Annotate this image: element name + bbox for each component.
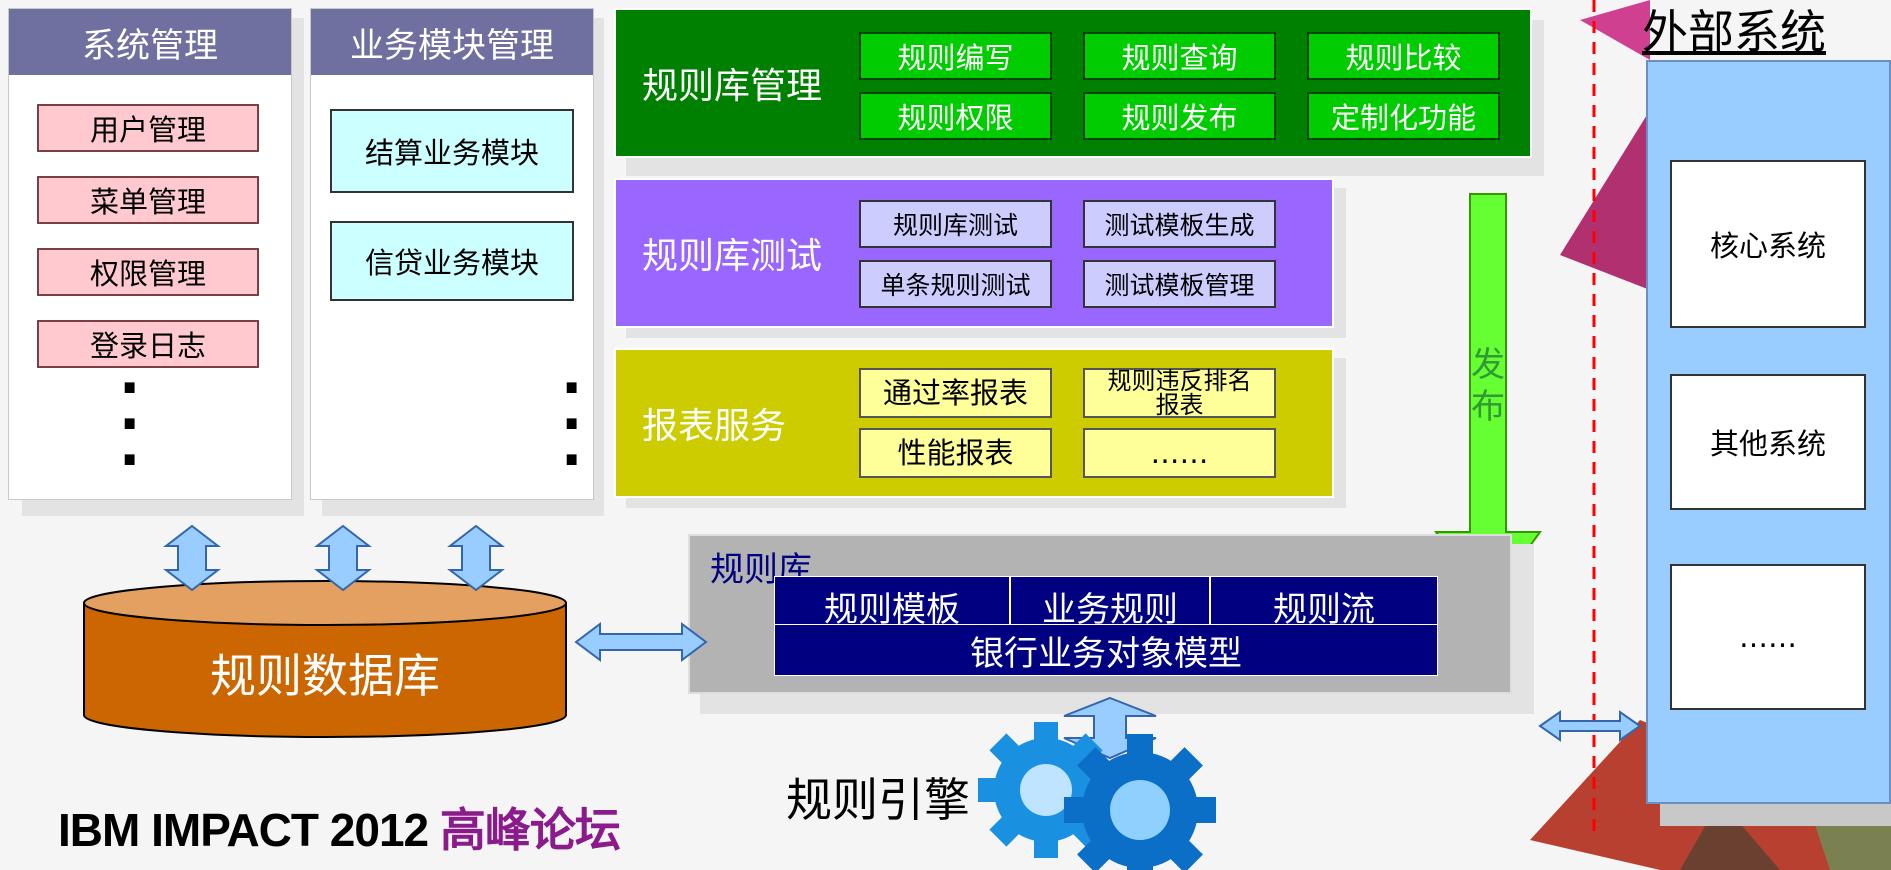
more-reports-button[interactable]: ……: [1083, 428, 1276, 478]
test-template-generate-button[interactable]: 测试模板生成: [1083, 200, 1276, 248]
rule-database-label: 规则数据库: [210, 649, 440, 703]
rule-permission-button[interactable]: 规则权限: [859, 92, 1052, 140]
rule-compare-button[interactable]: 规则比较: [1307, 32, 1500, 80]
pass-rate-report-button[interactable]: 通过率报表: [859, 368, 1052, 418]
publish-label: 发布: [1471, 345, 1505, 427]
decor-triangle-magenta: [1560, 110, 1650, 290]
report-service-section: 报表服务 通过率报表 规则违反排名报表 性能报表 ……: [614, 348, 1334, 498]
system-more-dots: ···: [119, 356, 141, 493]
business-more-dots: ···: [561, 356, 583, 493]
business-db-arrow-2: [447, 524, 505, 592]
decor-triangle-brown: [1680, 800, 1780, 870]
system-mgmt-panel: 系统管理 用户管理 菜单管理 权限管理 登录日志 ···: [8, 8, 292, 500]
business-db-arrow-1: [314, 524, 372, 592]
single-rule-test-button[interactable]: 单条规则测试: [859, 260, 1052, 308]
footer-brand: IBM IMPACT 2012 高峰论坛: [58, 794, 621, 860]
footer-brand-name: IBM IMPACT 2012: [58, 804, 429, 856]
system-item-menu[interactable]: 菜单管理: [37, 176, 259, 224]
custom-function-button[interactable]: 定制化功能: [1307, 92, 1500, 140]
rule-lib-mgmt-section: 规则库管理 规则编写 规则查询 规则比较 规则权限 规则发布 定制化功能: [614, 8, 1532, 158]
rule-query-button[interactable]: 规则查询: [1083, 32, 1276, 80]
rule-lib-mgmt-title: 规则库管理: [642, 66, 823, 107]
rule-violation-ranking-report-button[interactable]: 规则违反排名报表: [1083, 368, 1276, 418]
rule-lib-test-title: 规则库测试: [642, 236, 823, 277]
system-item-user[interactable]: 用户管理: [37, 104, 259, 152]
system-db-arrow: [163, 524, 221, 592]
business-module-panel: 业务模块管理 结算业务模块 信贷业务模块 ···: [310, 8, 594, 500]
external-system-panel: 核心系统 其他系统 ……: [1646, 60, 1891, 804]
system-mgmt-title: 系统管理: [9, 9, 291, 75]
rule-lib-section: 规则库 规则模板 业务规则 规则流 银行业务对象模型: [688, 534, 1512, 694]
external-arrow: [1538, 710, 1642, 742]
business-item-settlement[interactable]: 结算业务模块: [330, 109, 574, 193]
rule-publish-button[interactable]: 规则发布: [1083, 92, 1276, 140]
rule-lib-test-button[interactable]: 规则库测试: [859, 200, 1052, 248]
bank-object-model-bar[interactable]: 银行业务对象模型: [774, 624, 1438, 676]
db-rulelib-arrow: [574, 622, 708, 662]
system-item-permission[interactable]: 权限管理: [37, 248, 259, 296]
business-item-credit[interactable]: 信贷业务模块: [330, 221, 574, 301]
core-system-box[interactable]: 核心系统: [1670, 160, 1866, 328]
report-service-title: 报表服务: [642, 406, 787, 447]
more-systems-box[interactable]: ……: [1670, 564, 1866, 710]
footer-brand-suffix: 高峰论坛: [439, 804, 621, 856]
other-system-box[interactable]: 其他系统: [1670, 374, 1866, 510]
decor-triangle-pink: [1580, 0, 1650, 60]
business-module-title: 业务模块管理: [311, 9, 593, 75]
rule-write-button[interactable]: 规则编写: [859, 32, 1052, 80]
rule-lib-test-section: 规则库测试 规则库测试 测试模板生成 单条规则测试 测试模板管理: [614, 178, 1334, 328]
rule-engine-label: 规则引擎: [786, 773, 970, 827]
test-template-manage-button[interactable]: 测试模板管理: [1083, 260, 1276, 308]
performance-report-button[interactable]: 性能报表: [859, 428, 1052, 478]
external-title: 外部系统: [1642, 5, 1826, 59]
system-item-login-log[interactable]: 登录日志: [37, 320, 259, 368]
